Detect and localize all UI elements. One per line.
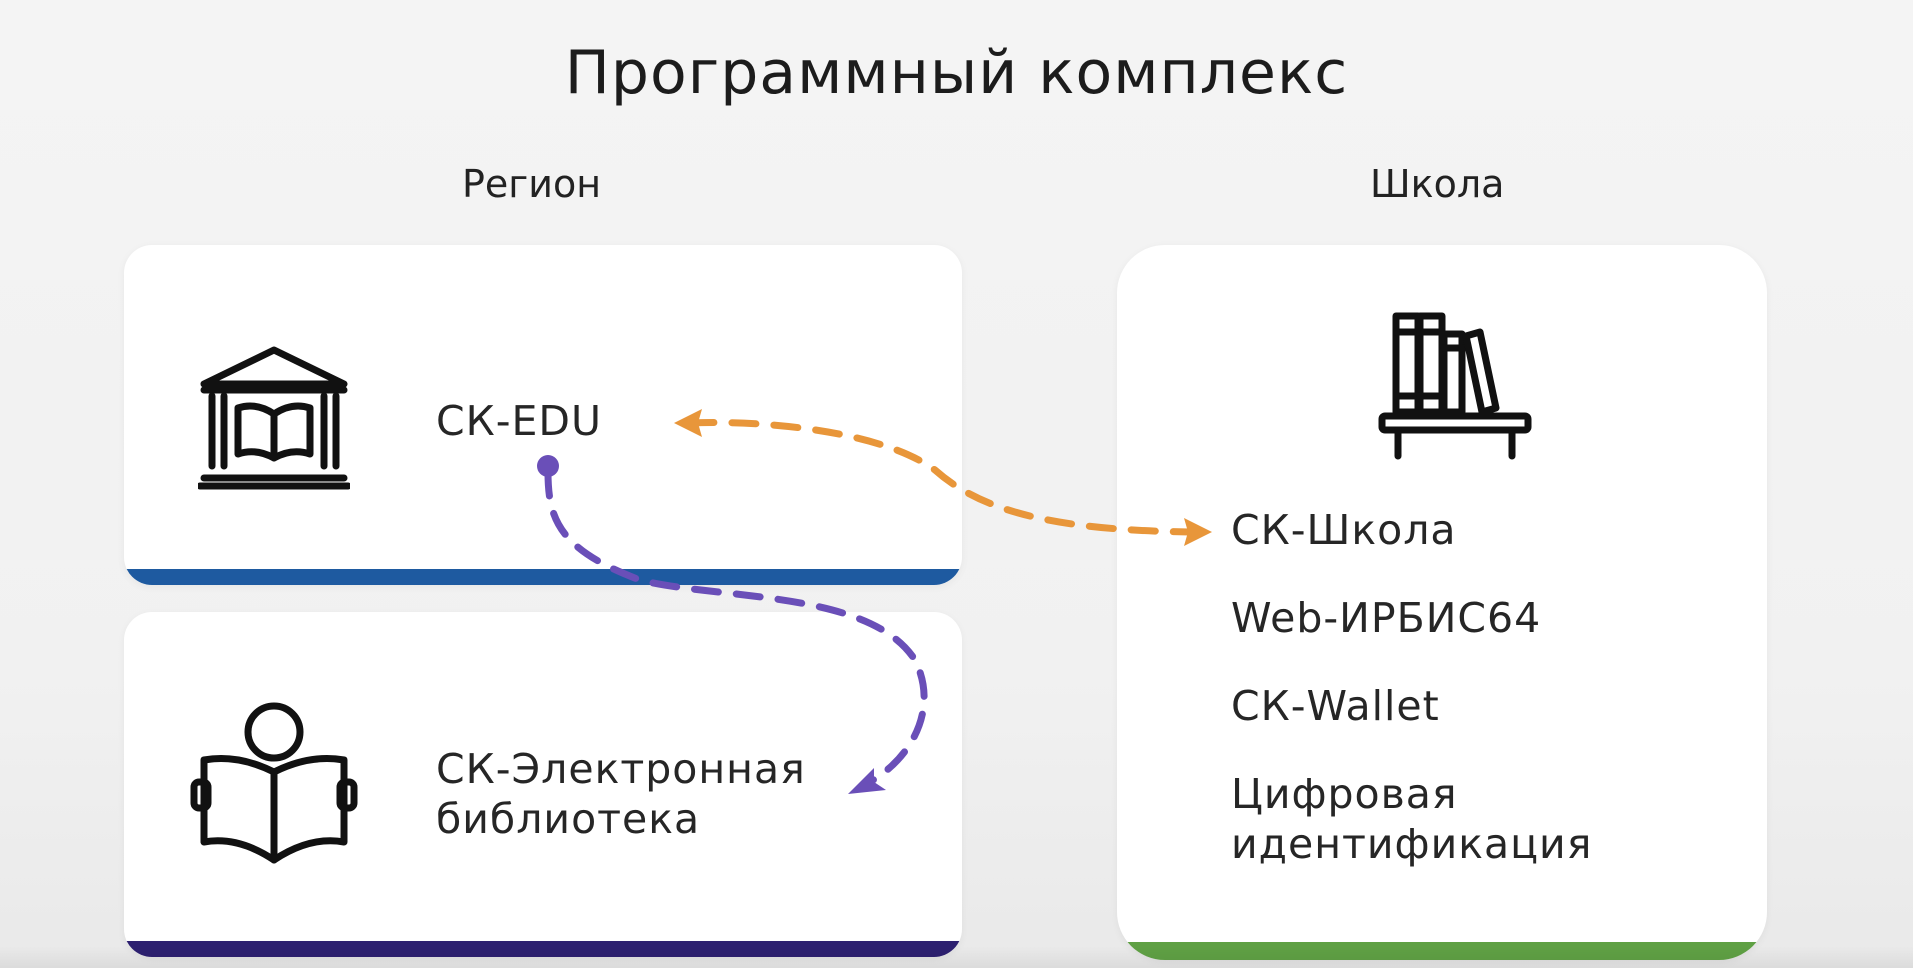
- school-module-item: СК-Wallet: [1231, 682, 1440, 731]
- slide-title: Программный комплекс: [564, 38, 1349, 108]
- school-modules-list: СК-Школа Web-ИРБИС64 СК-Wallet Цифровая …: [1231, 505, 1671, 869]
- region-heading: Регион: [462, 162, 602, 206]
- school-heading: Школа: [1370, 162, 1505, 206]
- school-module-item: Цифровая идентификация: [1231, 770, 1593, 869]
- library-card-accent-bar: [124, 941, 962, 957]
- museum-book-icon: [198, 344, 350, 492]
- edu-label: СК-EDU: [436, 397, 603, 445]
- bottom-shade: [0, 946, 1913, 968]
- school-module-item: СК-Школа: [1231, 506, 1457, 554]
- bookshelf-icon: [1378, 312, 1532, 462]
- school-card-accent-bar: [1117, 942, 1767, 960]
- library-label: СК-Электронная библиотека: [436, 745, 806, 844]
- school-module-item: Web-ИРБИС64: [1231, 594, 1542, 643]
- school-card: [1117, 245, 1767, 960]
- reader-icon: [190, 702, 358, 868]
- edu-card-accent-bar: [124, 569, 962, 585]
